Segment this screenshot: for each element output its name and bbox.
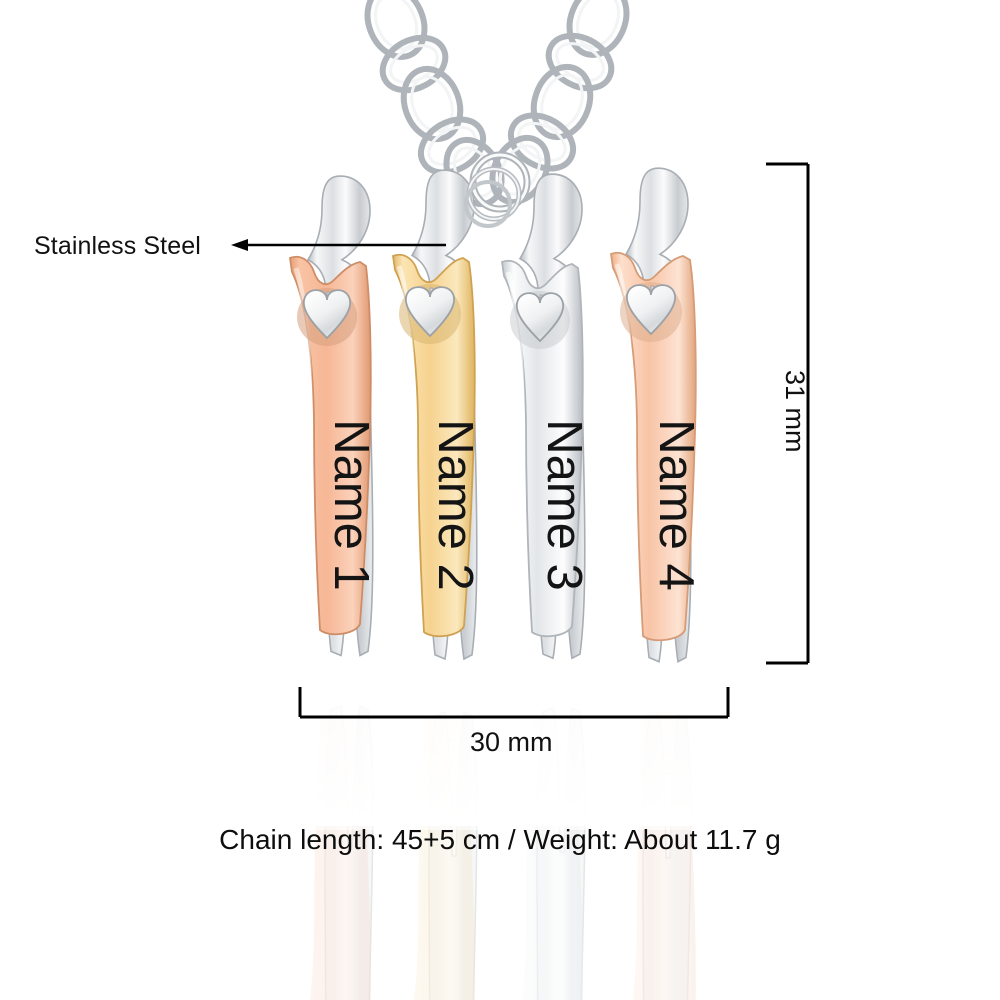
engraved-name-4: Name 4 [649,419,703,591]
pendant-figure-3[interactable]: Name 3 [501,259,591,638]
jump-ring-icon [464,151,531,228]
width-dimension-bracket [298,687,730,719]
engraved-name-1: Name 1 [324,419,378,591]
chain-and-weight-spec: Chain length: 45+5 cm / Weight: About 11… [219,824,781,855]
engraved-name-3: Name 3 [537,419,591,591]
pendant-figure-1[interactable]: Name 1 [289,255,378,636]
pendant-figure-2[interactable]: Name 2 [392,253,482,638]
height-dimension-label: 31 mm [780,370,810,453]
heart-charm-icon [302,289,352,340]
material-leader-arrow [231,239,446,251]
heart-charm-icon [625,284,677,336]
material-annotation-label: Stainless Steel [34,232,201,260]
width-dimension-label: 30 mm [470,727,553,757]
heart-charm-icon [515,292,565,343]
heart-charm-icon [404,286,456,338]
height-dimension-bracket [766,162,810,665]
pendant-figure-4[interactable]: Name 4 [610,251,703,642]
engraved-name-2: Name 2 [428,419,482,591]
